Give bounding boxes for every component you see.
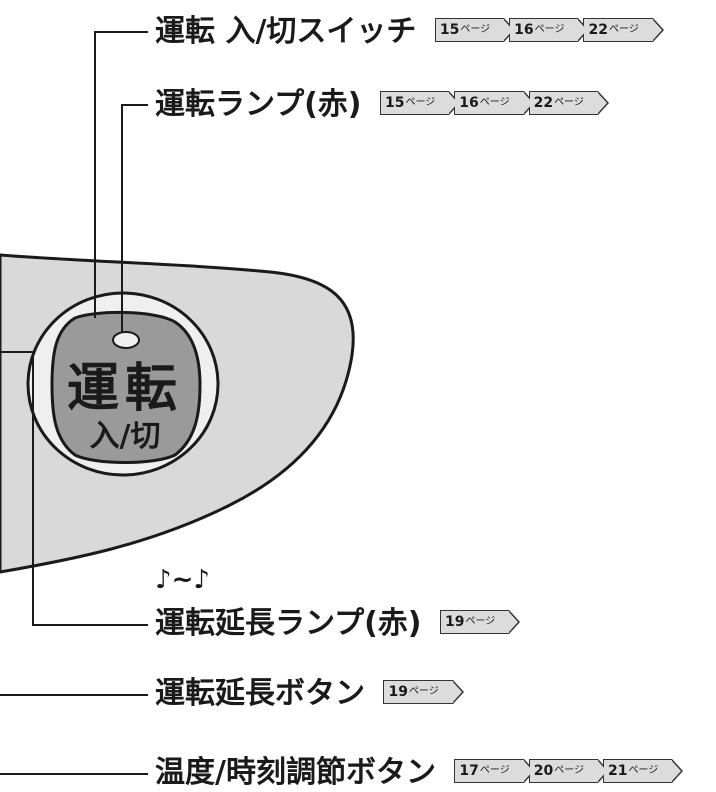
sound-mark: ♪~♪ [155, 565, 210, 595]
button-title: 運転 [67, 359, 183, 419]
leader-line-run-lamp [121, 104, 148, 332]
label-text: 運転延長ランプ(赤) [155, 606, 422, 641]
leader-line-extend-lamp [0, 351, 148, 626]
run-lamp [112, 331, 140, 349]
power-button-face[interactable] [50, 310, 202, 464]
leader-line-switch [94, 31, 148, 318]
label-text: 温度/時刻調節ボタン [155, 755, 436, 790]
label-text: 運転ランプ(赤) [155, 87, 362, 122]
label-text: 運転延長ボタン [155, 676, 365, 711]
label-text: 運転 入/切スイッチ [155, 14, 417, 49]
button-subtitle: 入/切 [90, 419, 161, 454]
